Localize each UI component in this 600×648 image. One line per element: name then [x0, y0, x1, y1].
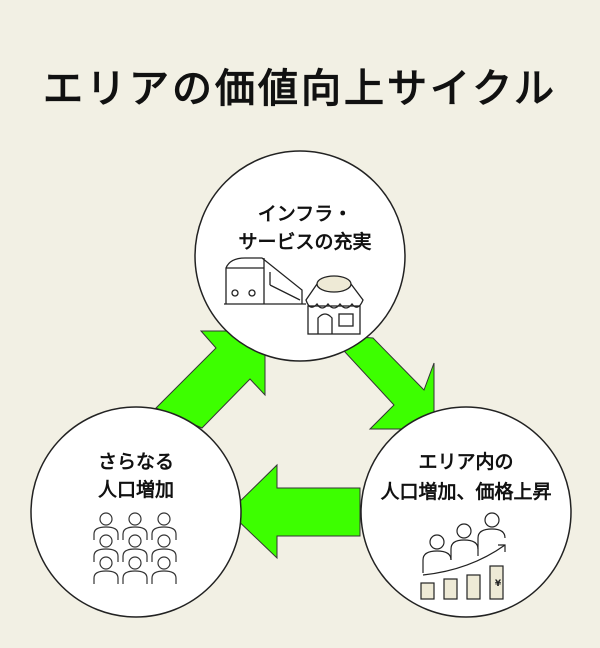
bar-icon [466, 574, 481, 600]
node-circle-price-rise [360, 406, 572, 618]
node-circle-population [30, 406, 242, 618]
person-icon [93, 512, 119, 540]
arrow-population-to-infrastructure [155, 330, 266, 429]
growth-chart-people-icon: ¥ [420, 512, 506, 600]
node-label-price-rise-line2: 人口増加、価格上昇 [380, 480, 551, 503]
train-and-shop-icon [224, 257, 364, 335]
bar-icon [443, 578, 458, 600]
bar-icon [420, 582, 435, 600]
node-label-infrastructure-line1: インフラ・ [258, 203, 352, 225]
person-icon [122, 534, 148, 562]
person-icon [151, 512, 177, 540]
train-icon [224, 257, 306, 305]
node-circle-infrastructure [194, 150, 406, 362]
yen-symbol: ¥ [495, 579, 502, 589]
crowd-icon [93, 512, 177, 584]
trend-arrow-icon [422, 544, 506, 576]
arrow-price-rise-to-population [228, 463, 361, 560]
person-icon [151, 534, 177, 562]
node-label-population-line2: 人口増加 [98, 478, 174, 501]
person-icon [122, 512, 148, 540]
node-label-infrastructure-line2: サービスの充実 [238, 230, 371, 253]
bar-chart-icon [420, 565, 504, 600]
person-icon [93, 556, 119, 584]
people-group-icon [422, 512, 506, 573]
bar-icon [489, 565, 504, 600]
diagram-title: エリアの価値向上サイクル [43, 66, 557, 112]
person-icon [93, 534, 119, 562]
person-icon [122, 556, 148, 584]
person-icon [151, 556, 177, 584]
node-label-price-rise-line1: エリア内の [418, 450, 513, 473]
shop-icon [305, 275, 364, 335]
node-label-population-line1: さらなる [98, 451, 174, 473]
